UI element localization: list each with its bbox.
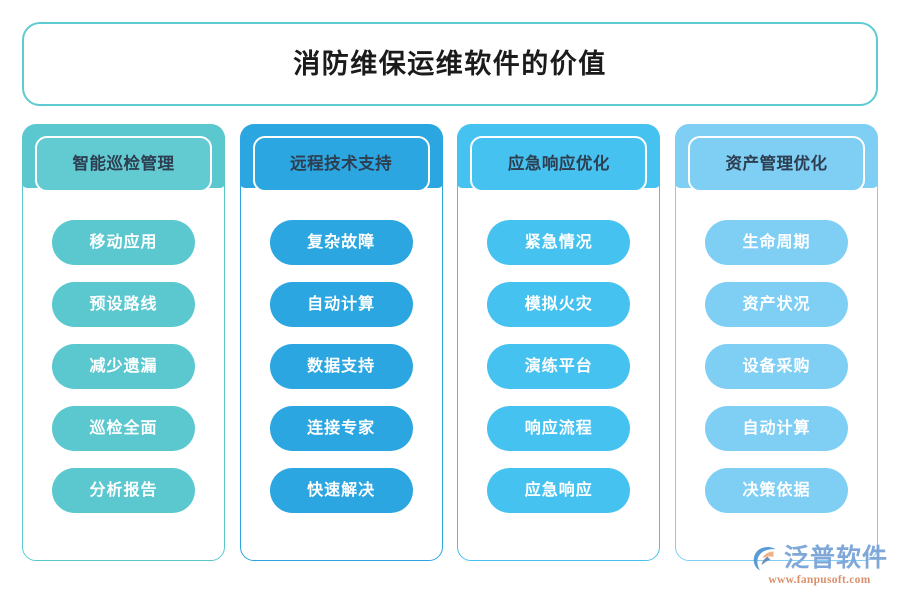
item-label: 生命周期: [742, 233, 811, 251]
item-label: 资产状况: [742, 295, 811, 313]
list-item[interactable]: 资产状况: [704, 282, 848, 327]
list-item[interactable]: 模拟火灾: [487, 282, 631, 327]
column-远程技术支持: 远程技术支持 复杂故障 自动计算 数据支持 连接专家 快速解决: [239, 124, 443, 561]
item-label: 演练平台: [524, 357, 593, 375]
item-label: 决策依据: [742, 481, 811, 499]
list-item[interactable]: 自动计算: [269, 282, 413, 327]
item-label: 自动计算: [307, 295, 376, 313]
item-label: 响应流程: [524, 419, 593, 437]
list-item[interactable]: 分析报告: [52, 468, 195, 513]
list-item[interactable]: 决策依据: [704, 468, 848, 513]
item-label: 分析报告: [89, 481, 158, 499]
item-label: 紧急情况: [524, 233, 593, 251]
brand-name: 泛普软件: [783, 544, 888, 572]
item-label: 复杂故障: [307, 233, 376, 251]
item-label: 移动应用: [89, 233, 158, 251]
fanpu-swoosh-logo-icon: [751, 544, 781, 574]
list-item[interactable]: 减少遗漏: [52, 344, 195, 389]
item-label: 自动计算: [742, 419, 811, 437]
item-label: 巡检全面: [89, 419, 158, 437]
column-header-label: 远程技术支持: [290, 154, 393, 173]
list-item[interactable]: 快速解决: [269, 468, 413, 513]
column-item-list: 生命周期 资产状况 设备采购 自动计算 决策依据: [675, 220, 878, 513]
item-label: 模拟火灾: [524, 295, 593, 313]
column-智能巡检管理: 智能巡检管理 移动应用 预设路线 减少遗漏 巡检全面 分析报告: [22, 124, 225, 561]
list-item[interactable]: 设备采购: [704, 344, 848, 389]
list-item[interactable]: 响应流程: [487, 406, 631, 451]
page-title: 消防维保运维软件的价值: [293, 48, 607, 79]
list-item[interactable]: 巡检全面: [52, 406, 195, 451]
list-item[interactable]: 紧急情况: [487, 220, 631, 265]
item-label: 减少遗漏: [89, 357, 158, 375]
item-label: 设备采购: [742, 357, 811, 375]
item-label: 连接专家: [307, 419, 376, 437]
column-header-pill[interactable]: 远程技术支持: [252, 136, 430, 192]
list-item[interactable]: 预设路线: [52, 282, 195, 327]
item-label: 预设路线: [89, 295, 158, 313]
column-header-pill[interactable]: 应急响应优化: [470, 136, 648, 192]
column-header-label: 应急响应优化: [507, 154, 610, 173]
column-资产管理优化: 资产管理优化 生命周期 资产状况 设备采购 自动计算 决策依据: [674, 124, 878, 561]
list-item[interactable]: 应急响应: [487, 468, 631, 513]
brand-logo: 泛普软件 www.fanpusoft.com: [751, 544, 888, 587]
item-label: 数据支持: [307, 357, 376, 375]
header-banner: 消防维保运维软件的价值: [22, 22, 878, 106]
list-item[interactable]: 数据支持: [269, 344, 413, 389]
column-item-list: 移动应用 预设路线 减少遗漏 巡检全面 分析报告: [22, 220, 225, 513]
brand-logo-row: 泛普软件: [751, 544, 888, 574]
brand-url: www.fanpusoft.com: [768, 573, 871, 586]
item-label: 快速解决: [307, 481, 376, 499]
column-header-label: 智能巡检管理: [72, 154, 175, 173]
list-item[interactable]: 复杂故障: [269, 220, 413, 265]
column-header-label: 资产管理优化: [725, 154, 828, 173]
column-item-list: 紧急情况 模拟火灾 演练平台 响应流程 应急响应: [457, 220, 660, 513]
item-label: 应急响应: [524, 481, 593, 499]
list-item[interactable]: 自动计算: [704, 406, 848, 451]
list-item[interactable]: 连接专家: [269, 406, 413, 451]
list-item[interactable]: 移动应用: [52, 220, 195, 265]
column-header-pill[interactable]: 智能巡检管理: [35, 136, 212, 192]
column-group: 智能巡检管理 移动应用 预设路线 减少遗漏 巡检全面 分析报告 远程技术支持 复…: [22, 124, 878, 570]
list-item[interactable]: 演练平台: [487, 344, 631, 389]
column-item-list: 复杂故障 自动计算 数据支持 连接专家 快速解决: [240, 220, 443, 513]
list-item[interactable]: 生命周期: [704, 220, 848, 265]
column-应急响应优化: 应急响应优化 紧急情况 模拟火灾 演练平台 响应流程 应急响应: [457, 124, 661, 561]
column-header-pill[interactable]: 资产管理优化: [687, 136, 865, 192]
